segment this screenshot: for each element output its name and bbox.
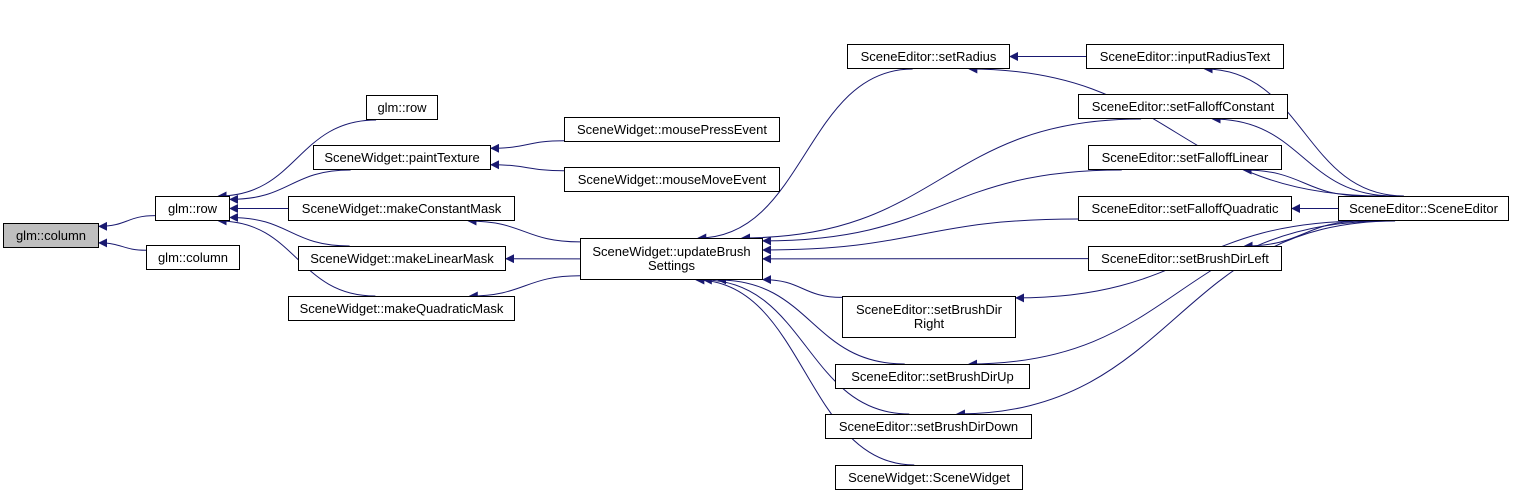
edge-glm-row-top-to-glm-row-main — [217, 119, 377, 201]
edge-make-quadratic-mask-to-glm-row-main — [217, 216, 376, 297]
edge-set-brush-dir-right-to-update-brush-settings — [762, 275, 843, 298]
edge-set-falloff-quadratic-to-update-brush-settings — [762, 218, 1079, 255]
edge-glm-column-to-glm-column-root — [98, 238, 147, 251]
edge-update-brush-settings-to-make-quadratic-mask — [468, 275, 581, 301]
edge-update-brush-settings-to-make-constant-mask — [467, 216, 581, 243]
node-set-falloff-constant[interactable]: SceneEditor::setFalloffConstant — [1078, 94, 1288, 119]
edge-scene-widget-ctor-to-update-brush-settings — [695, 275, 915, 466]
node-scene-editor-constructor[interactable]: SceneEditor::SceneEditor — [1338, 196, 1509, 221]
node-glm-column[interactable]: glm::column — [146, 245, 240, 270]
node-mouse-move-event[interactable]: SceneWidget::mouseMoveEvent — [564, 167, 780, 192]
edge-mouse-press-event-to-paint-texture — [490, 140, 565, 153]
node-glm-row-top[interactable]: glm::row — [366, 95, 438, 120]
edge-paint-texture-to-glm-row-main — [229, 169, 351, 204]
edge-scene-editor-ctor-to-set-falloff-linear — [1242, 165, 1366, 197]
edge-glm-row-main-to-glm-column-root — [98, 215, 156, 231]
node-mouse-press-event[interactable]: SceneWidget::mousePressEvent — [564, 117, 780, 142]
edge-scene-editor-ctor-to-set-brush-dir-up — [968, 220, 1387, 369]
edge-set-brush-dir-up-to-update-brush-settings — [717, 275, 905, 365]
edge-set-radius-to-update-brush-settings — [697, 68, 913, 243]
edge-set-falloff-constant-to-update-brush-settings — [741, 118, 1142, 243]
node-make-linear-mask[interactable]: SceneWidget::makeLinearMask — [298, 246, 506, 271]
node-input-radius-text[interactable]: SceneEditor::inputRadiusText — [1086, 44, 1284, 69]
edge-set-brush-dir-down-to-update-brush-settings — [702, 275, 910, 415]
node-set-brush-dir-right[interactable]: SceneEditor::setBrushDir Right — [842, 296, 1016, 338]
node-set-brush-dir-left[interactable]: SceneEditor::setBrushDirLeft — [1088, 246, 1282, 271]
edge-scene-editor-ctor-to-set-brush-dir-left — [1243, 220, 1364, 251]
edge-set-falloff-linear-to-update-brush-settings — [762, 169, 1122, 246]
node-make-quadratic-mask[interactable]: SceneWidget::makeQuadraticMask — [288, 296, 515, 321]
node-glm-column-root[interactable]: glm::column — [3, 223, 99, 248]
node-set-falloff-quadratic[interactable]: SceneEditor::setFalloffQuadratic — [1078, 196, 1292, 221]
edge-scene-editor-ctor-to-set-falloff-constant — [1211, 114, 1395, 197]
node-set-brush-dir-up[interactable]: SceneEditor::setBrushDirUp — [835, 364, 1030, 389]
node-paint-texture[interactable]: SceneWidget::paintTexture — [313, 145, 491, 170]
edge-scene-editor-ctor-to-set-brush-dir-down — [955, 220, 1396, 419]
node-scene-widget-constructor[interactable]: SceneWidget::SceneWidget — [835, 465, 1023, 490]
node-make-constant-mask[interactable]: SceneWidget::makeConstantMask — [288, 196, 515, 221]
edge-scene-editor-ctor-to-input-radius-text — [1203, 64, 1404, 197]
node-set-radius[interactable]: SceneEditor::setRadius — [847, 44, 1010, 69]
edge-mouse-move-event-to-paint-texture — [490, 160, 565, 172]
edge-scene-editor-ctor-to-set-radius — [968, 64, 1383, 197]
node-glm-row[interactable]: glm::row — [155, 196, 230, 221]
node-set-falloff-linear[interactable]: SceneEditor::setFalloffLinear — [1088, 145, 1282, 170]
edge-make-linear-mask-to-glm-row-main — [229, 212, 350, 247]
node-update-brush-settings[interactable]: SceneWidget::updateBrush Settings — [580, 238, 763, 280]
node-set-brush-dir-down[interactable]: SceneEditor::setBrushDirDown — [825, 414, 1032, 439]
